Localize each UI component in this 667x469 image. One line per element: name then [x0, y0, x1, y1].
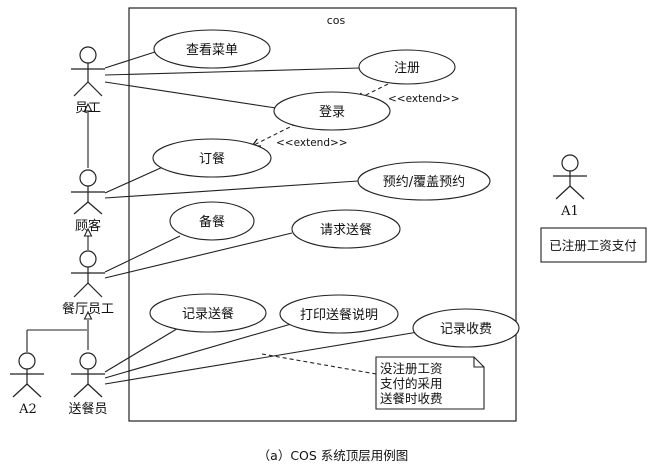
- assoc-delivery-print: [104, 321, 299, 379]
- use-case-register: [358, 49, 456, 85]
- actor-employee-figure: [71, 46, 105, 97]
- actor-a2-figure: [10, 352, 44, 398]
- note-anchor-line: [261, 353, 377, 375]
- system-boundary: [128, 7, 517, 422]
- assoc-employee-register: [104, 67, 361, 76]
- use-case-view-menu: [153, 29, 271, 69]
- actors: [10, 46, 587, 398]
- note-line: 支付的采用: [380, 376, 443, 391]
- assoc-customer-order: [104, 165, 166, 194]
- actor-customer-label: 顾客: [75, 218, 101, 234]
- actor-a1-figure: [553, 154, 587, 200]
- use-case-label: 预约/覆盖预约: [383, 175, 465, 190]
- use-case-label: 备餐: [199, 214, 225, 230]
- actor-restaurant-staff-figure: [71, 250, 105, 298]
- actor-labels: 员工 顾客 餐厅员工 A2 送餐员 A1: [18, 101, 579, 417]
- assoc-employee-login: [104, 81, 277, 109]
- assoc-customer-reserve: [104, 180, 359, 199]
- note-unregistered-payment: [375, 356, 485, 410]
- assoc-employee-view-menu: [104, 50, 159, 69]
- use-case-label: 记录送餐: [182, 306, 234, 322]
- extend-login-order: [252, 123, 297, 146]
- generalization-arrowhead: [83, 227, 93, 237]
- use-case-label: 记录收费: [440, 322, 492, 337]
- actor-restaurant-staff-label: 餐厅员工: [62, 301, 114, 317]
- use-case-login: [273, 91, 391, 131]
- use-case-reserve: [357, 161, 491, 201]
- actor-employee-label: 员工: [75, 101, 101, 116]
- assoc-staff-request: [104, 232, 293, 279]
- use-case-request-delivery: [291, 209, 401, 249]
- use-case-prepare: [169, 201, 255, 241]
- actor-delivery-label: 送餐员: [68, 401, 107, 417]
- note-line: 送餐时收费: [380, 391, 443, 406]
- note-registered-payment: [540, 227, 647, 263]
- note-line: 没注册工资: [380, 361, 443, 376]
- use-case-label: 打印送餐说明: [300, 307, 378, 323]
- use-case-label: 查看菜单: [186, 42, 238, 58]
- note-fold-corner: [473, 357, 484, 368]
- use-case-labels: 查看菜单 注册 登录 订餐 预约/覆盖预约 备餐 请求送餐 记录送餐 打印送餐说…: [182, 42, 492, 337]
- generalization-arrowhead: [83, 310, 93, 320]
- extend-label-login-order: <<extend>>: [276, 137, 348, 149]
- use-case-record-delivery: [149, 293, 267, 333]
- extend-label-register-login: <<extend>>: [388, 93, 460, 105]
- system-name: cos: [327, 14, 346, 27]
- actor-a2-label: A2: [18, 402, 37, 417]
- use-cases: [149, 29, 520, 348]
- figure-caption: （a）COS 系统顶层用例图: [258, 448, 409, 463]
- assoc-delivery-record: [104, 326, 181, 373]
- actor-customer-figure: [71, 169, 105, 215]
- use-case-label: 注册: [394, 61, 420, 76]
- actor-a1-label: A1: [560, 204, 579, 219]
- note-registered-payment-text: 已注册工资支付: [549, 238, 637, 253]
- actor-delivery-figure: [71, 352, 105, 398]
- associations: [26, 50, 419, 385]
- use-case-label: 请求送餐: [320, 222, 372, 238]
- note-unregistered-text: 没注册工资 支付的采用 送餐时收费: [380, 361, 443, 406]
- use-case-order: [152, 138, 272, 178]
- use-case-record-payment: [412, 308, 520, 348]
- generalization-arrowhead: [83, 102, 93, 112]
- assoc-delivery-payment: [104, 331, 419, 385]
- generalizations: [83, 102, 93, 350]
- assoc-staff-prepare: [104, 235, 181, 273]
- use-case-label: 登录: [319, 105, 345, 120]
- use-case-print-delivery-note: [279, 294, 399, 334]
- use-case-label: 订餐: [199, 151, 225, 167]
